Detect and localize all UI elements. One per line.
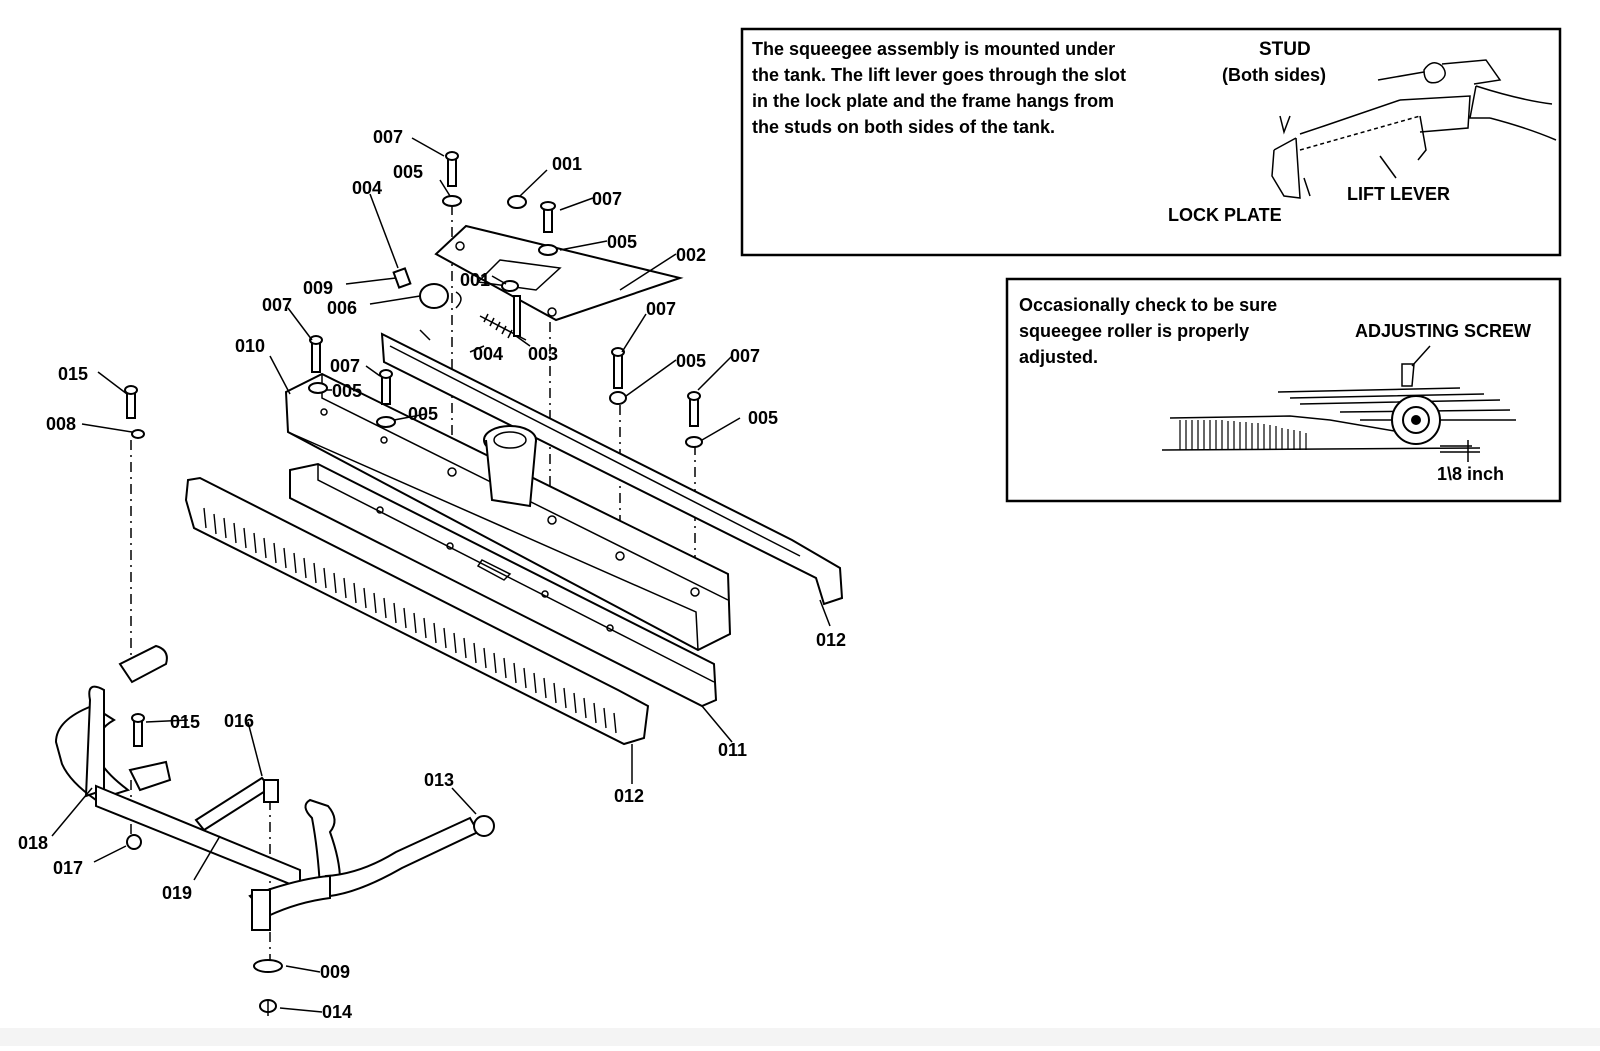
mounting-plate: [434, 224, 684, 322]
mounting-note-line-2: the tank. The lift lever goes through th…: [752, 65, 1126, 85]
screws-007: [309, 151, 701, 427]
label-006: 006: [327, 298, 357, 318]
label-010: 010: [235, 336, 265, 356]
label-003: 003: [528, 344, 558, 364]
roller-sketch: [1161, 345, 1516, 462]
label-017: 017: [53, 858, 83, 878]
adjust-note-line-3: adjusted.: [1019, 347, 1098, 367]
lift-frame-018-019: [54, 644, 495, 931]
exploded-assembly: 007 005 001 007 004 005 002 009 001 006 …: [18, 127, 846, 1022]
label-012: 012: [816, 630, 846, 650]
washers-005: [308, 195, 703, 448]
stud-label: STUD: [1259, 39, 1311, 60]
lock-plate-label: LOCK PLATE: [1168, 205, 1282, 225]
label-005: 005: [748, 408, 778, 428]
label-009: 009: [320, 962, 350, 982]
mounting-note-line-4: the studs on both sides of the tank.: [752, 117, 1055, 137]
clearance-label: 1\8 inch: [1437, 464, 1504, 484]
label-016: 016: [224, 711, 254, 731]
label-014: 014: [322, 1002, 352, 1022]
label-001: 001: [552, 154, 582, 174]
lift-lever-label: LIFT LEVER: [1347, 184, 1450, 204]
label-019: 019: [162, 883, 192, 903]
adjusting-screw-label: ADJUSTING SCREW: [1355, 321, 1531, 341]
front-blade-012: [184, 476, 650, 746]
label-011: 011: [718, 740, 747, 760]
label-005: 005: [332, 381, 362, 401]
label-012: 012: [614, 786, 644, 806]
label-002: 002: [676, 245, 706, 265]
stud-sub-label: (Both sides): [1222, 65, 1326, 85]
label-009: 009: [303, 278, 333, 298]
label-007: 007: [262, 295, 292, 315]
label-015: 015: [58, 364, 88, 384]
adjust-note-line-2: squeegee roller is properly: [1019, 321, 1249, 341]
label-004: 004: [473, 344, 503, 364]
label-007: 007: [646, 299, 676, 319]
adjust-note-box: Occasionally check to be sure squeegee r…: [1005, 277, 1562, 503]
mounting-note-box: The squeegee assembly is mounted under t…: [740, 27, 1562, 257]
label-005: 005: [607, 232, 637, 252]
mounting-sketch: [1271, 59, 1557, 199]
label-008: 008: [46, 414, 76, 434]
label-005: 005: [393, 162, 423, 182]
label-007: 007: [373, 127, 403, 147]
label-004: 004: [352, 178, 382, 198]
label-005: 005: [408, 404, 438, 424]
label-013: 013: [424, 770, 454, 790]
label-001: 001: [460, 270, 490, 290]
label-015: 015: [170, 712, 200, 732]
mounting-note-line-3: in the lock plate and the frame hangs fr…: [752, 91, 1114, 111]
label-018: 018: [18, 833, 48, 853]
adjust-note-line-1: Occasionally check to be sure: [1019, 295, 1277, 315]
label-005: 005: [676, 351, 706, 371]
mounting-note-line-1: The squeegee assembly is mounted under: [752, 39, 1115, 59]
label-007: 007: [730, 346, 760, 366]
label-007: 007: [330, 356, 360, 376]
label-007: 007: [592, 189, 622, 209]
bottom-strip: [0, 1028, 1600, 1046]
leader-lines: [51, 137, 831, 1013]
